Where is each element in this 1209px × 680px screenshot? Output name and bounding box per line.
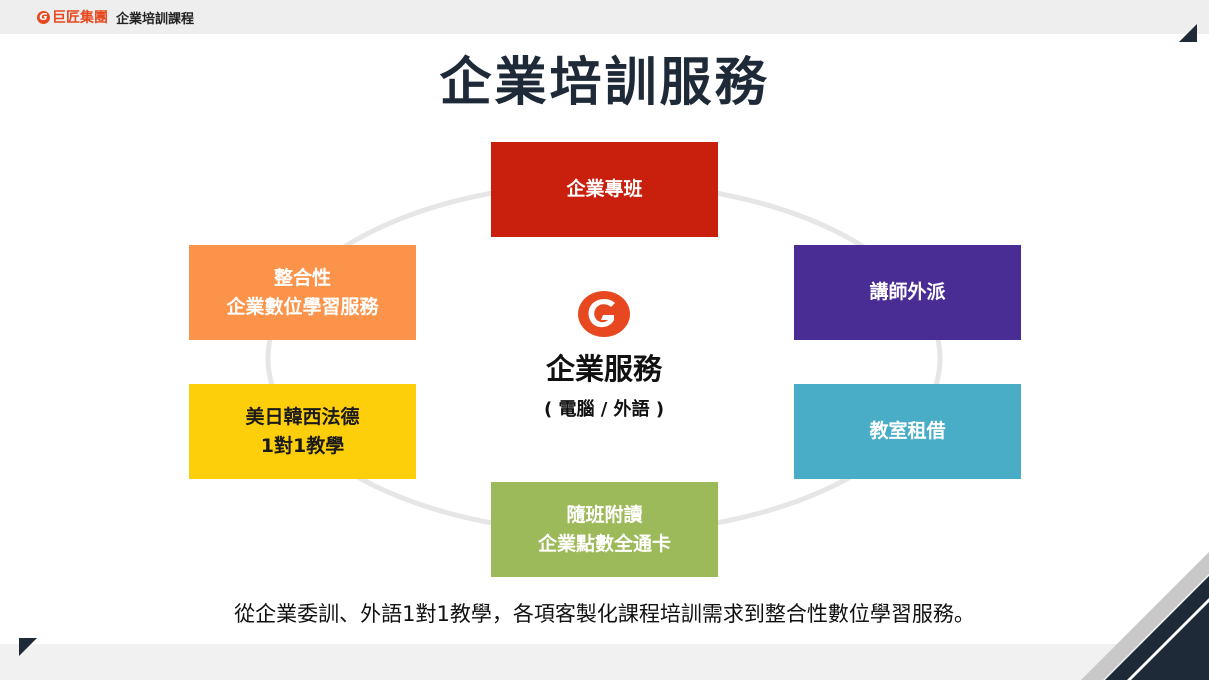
service-box-class-pass: 隨班附讀 企業點數全通卡 [491,482,718,577]
top-bar: G 巨匠集團 企業培訓課程 [0,0,1209,34]
g-logo-icon: G [37,10,50,24]
caption-text: 從企業委訓、外語1對1教學，各項客製化課程培訓需求到整合性數位學習服務。 [234,602,975,626]
service-box-corporate-class: 企業專班 [491,142,718,237]
bottom-bar [0,644,1209,680]
brand-name: 巨匠集團 [52,10,108,26]
corner-triangle-icon [1179,24,1197,42]
service-box-digital-learning: 整合性 企業數位學習服務 [189,245,416,340]
page-title: 企業培訓服務 [439,53,770,113]
service-box-language-tutoring: 美日韓西法德 1對1教學 [189,384,416,479]
g-logo-icon [578,291,630,337]
course-title: 企業培訓課程 [116,11,195,27]
brand-logo: G 巨匠集團 [37,7,108,27]
corner-stripes-decoration [1081,552,1209,680]
service-box-instructor-dispatch: 講師外派 [794,245,1021,340]
corner-triangle-icon [19,638,37,656]
service-box-classroom-rental: 教室租借 [794,384,1021,479]
center-subtitle: ( 電腦 / 外語 ) [543,399,665,420]
center-title: 企業服務 [545,352,662,386]
